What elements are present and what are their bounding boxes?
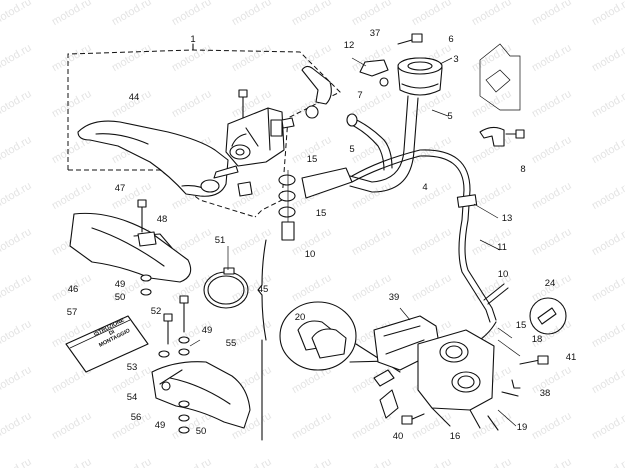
callout: 50 (195, 426, 207, 437)
callout: 50 (114, 292, 126, 303)
caliper-hardware (469, 297, 567, 431)
group-45-brace (257, 239, 267, 441)
callout: 3 (453, 54, 459, 65)
callout: 12 (343, 40, 355, 51)
callout: 41 (565, 352, 577, 363)
callout: 57 (66, 307, 78, 318)
callout: 15 (515, 320, 527, 331)
callout: 20 (294, 312, 306, 323)
callout: 15 (315, 208, 327, 219)
callout: 45 (257, 284, 269, 295)
callout: 47 (114, 183, 126, 194)
line-bracket (479, 43, 525, 147)
hand-guard-upper (69, 199, 192, 283)
reservoir-hose (346, 95, 419, 193)
master-cylinder (213, 89, 295, 179)
instruction-booklet (65, 315, 149, 373)
callout: 53 (126, 362, 138, 373)
callout: 11 (497, 242, 507, 253)
callout: 54 (126, 392, 138, 403)
callout: 16 (449, 431, 461, 442)
callout: 44 (128, 92, 140, 103)
callout: 37 (369, 28, 381, 39)
brake-caliper (373, 315, 495, 427)
callout: 15 (306, 154, 318, 165)
callout: 49 (114, 279, 126, 290)
callout: 38 (539, 388, 551, 399)
banjo-fitting-upper (278, 167, 353, 241)
callout: 40 (392, 431, 404, 442)
callout: 18 (531, 334, 543, 345)
callout: 4 (422, 182, 428, 193)
hand-guard-lower (151, 295, 251, 429)
callout: 1 (190, 34, 196, 45)
callout: 51 (214, 235, 226, 246)
callout: 49 (201, 325, 213, 336)
callout: 55 (225, 338, 237, 349)
cable-tie-ring (203, 267, 249, 309)
callout: 48 (156, 214, 168, 225)
callout: 10 (304, 249, 316, 260)
callout: 56 (130, 412, 142, 423)
callout: 7 (357, 90, 363, 101)
leader-lines (189, 57, 517, 427)
callout: 8 (520, 164, 526, 175)
callout: 49 (154, 420, 166, 431)
callout: 6 (448, 34, 454, 45)
callout: 24 (544, 278, 556, 289)
fluid-reservoir (359, 33, 443, 96)
callout: 10 (497, 269, 509, 280)
brake-pads-detail (279, 301, 401, 373)
callout: 52 (150, 306, 162, 317)
fasteners-stack (140, 274, 190, 434)
brake-lever (77, 120, 229, 197)
callout: 5 (447, 111, 453, 122)
callout: 39 (388, 292, 400, 303)
callout: 46 (67, 284, 79, 295)
callout: 19 (516, 422, 528, 433)
clamp-bracket (237, 65, 332, 197)
callout: 5 (349, 144, 355, 155)
callout: 13 (501, 213, 513, 224)
